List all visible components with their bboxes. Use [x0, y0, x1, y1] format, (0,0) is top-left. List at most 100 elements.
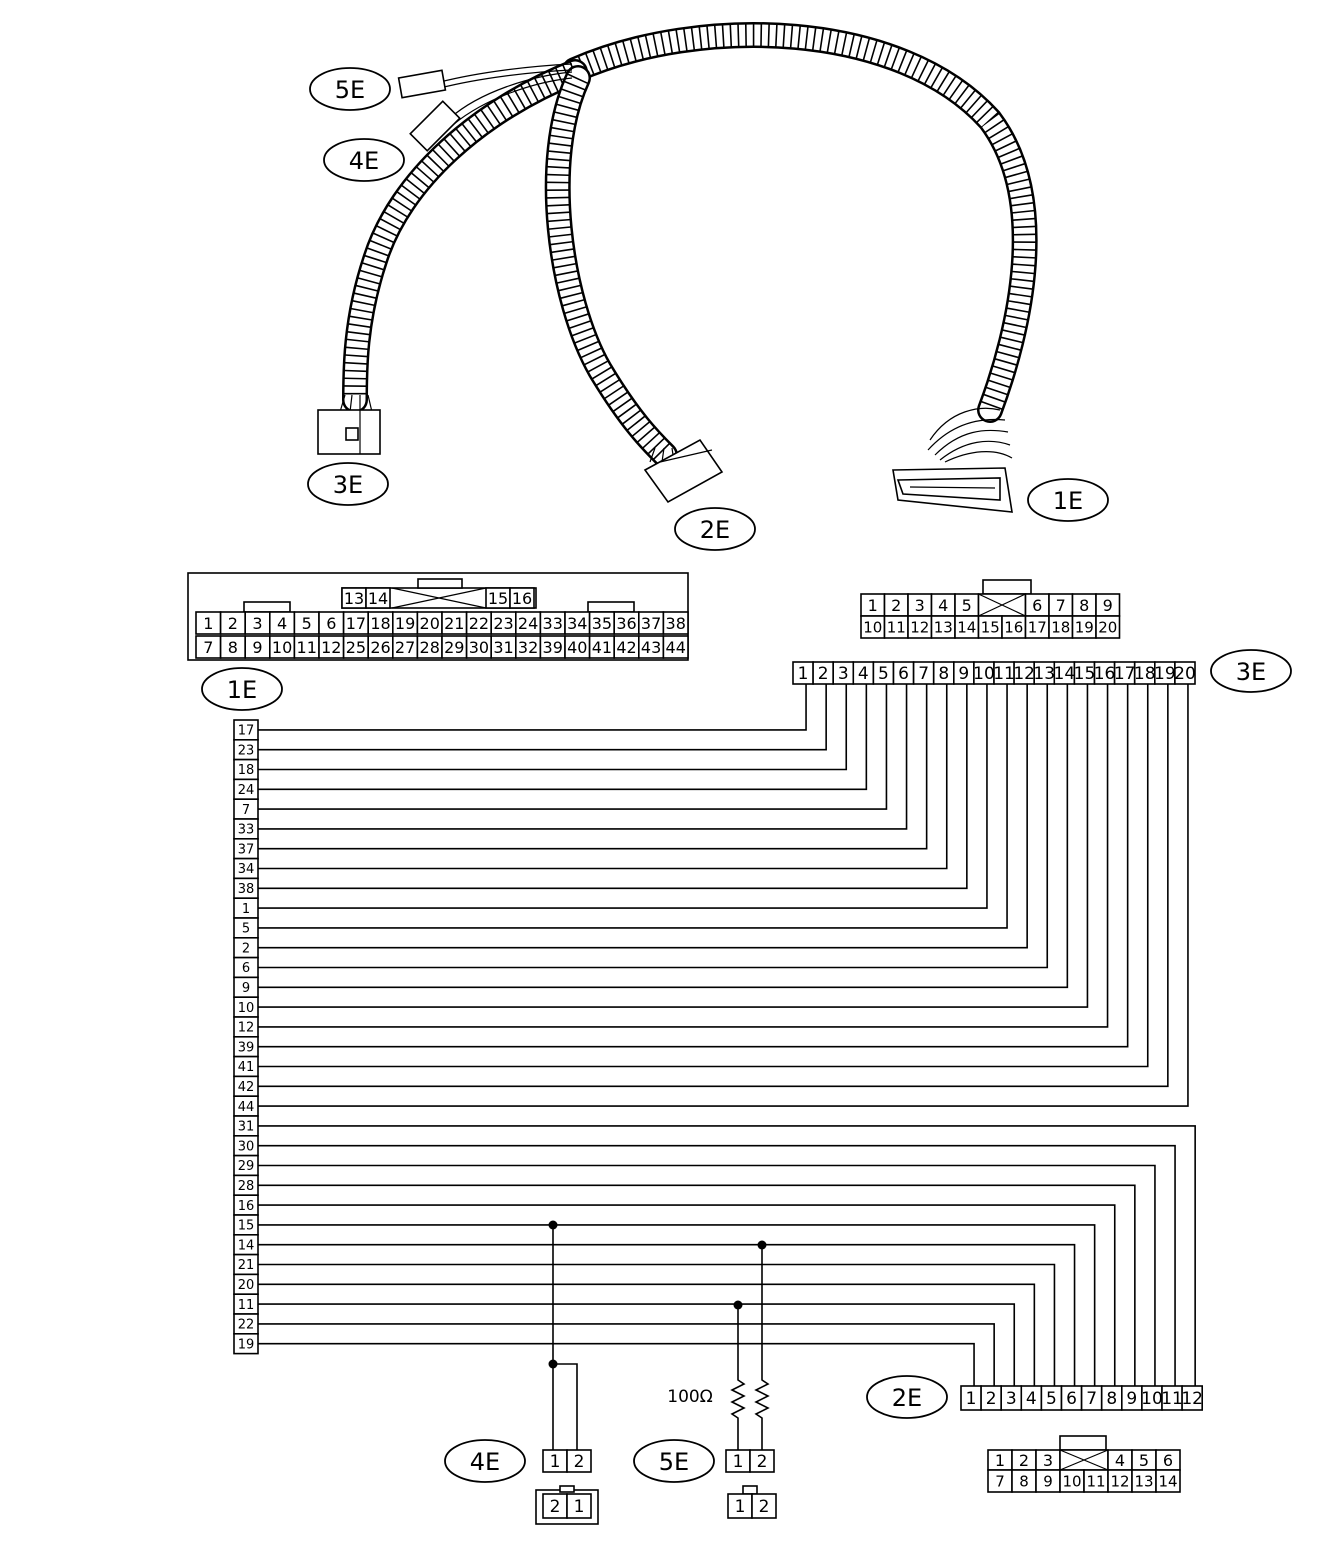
svg-text:11: 11 — [993, 664, 1015, 684]
wire-2e — [258, 1144, 1176, 1386]
face-1e-pin: 24 — [514, 611, 542, 635]
face-1e-pin: 37 — [637, 611, 665, 635]
label-3e-face: 3E — [1210, 649, 1292, 693]
svg-text:44: 44 — [666, 638, 686, 657]
svg-text:38: 38 — [666, 614, 686, 633]
wire-2e — [258, 1342, 975, 1386]
face-1e-pin: 22 — [465, 611, 493, 635]
wire-3e — [258, 684, 1069, 989]
face-1e-pin: 1 — [195, 611, 222, 635]
svg-text:2: 2 — [228, 614, 238, 633]
svg-text:15: 15 — [488, 589, 508, 608]
svg-text:10: 10 — [238, 1001, 255, 1016]
face-3e-pin: 8 — [1071, 593, 1097, 617]
svg-text:3E: 3E — [1236, 658, 1266, 686]
face-1e-pin: 10 — [268, 635, 296, 659]
svg-text:37: 37 — [238, 842, 255, 857]
resistor-symbol — [730, 1375, 746, 1450]
pin-3e-6: 6 — [892, 661, 915, 685]
svg-text:12: 12 — [1013, 664, 1035, 684]
svg-text:6: 6 — [326, 614, 336, 633]
face-1e-pin: 5 — [293, 611, 320, 635]
svg-text:24: 24 — [238, 783, 255, 798]
svg-text:38: 38 — [238, 882, 255, 897]
face-1e-pin: 39 — [539, 635, 566, 659]
pin-3e-9: 9 — [952, 661, 975, 685]
junction-dot — [757, 1240, 767, 1250]
wire-3e — [258, 684, 827, 751]
wire-3e — [258, 684, 1189, 1107]
wire-3e — [258, 684, 1049, 969]
face-3e-pin: 9 — [1095, 593, 1121, 617]
face-1e-pin: 40 — [564, 635, 591, 659]
svg-text:28: 28 — [238, 1179, 255, 1194]
wire-3e — [258, 684, 807, 731]
wire-2e — [258, 1243, 1076, 1386]
svg-text:30: 30 — [469, 638, 489, 657]
wire-2e — [258, 1184, 1136, 1386]
svg-text:29: 29 — [238, 1159, 255, 1174]
svg-text:13: 13 — [1134, 1472, 1153, 1490]
svg-text:2: 2 — [818, 664, 829, 684]
wire-3e — [258, 684, 1149, 1068]
label-1e-top: 1E — [1027, 478, 1109, 522]
face-1e-pin: 11 — [293, 635, 320, 659]
pin-3e-2: 2 — [812, 661, 834, 685]
face-3e-pin: 7 — [1048, 593, 1074, 617]
pin-1e-33: 33 — [233, 818, 259, 840]
face-1e-pin: 38 — [662, 611, 689, 635]
pin-1e-44: 44 — [233, 1095, 259, 1117]
svg-text:11: 11 — [1086, 1472, 1105, 1490]
face-3e-pin: 20 — [1095, 615, 1121, 639]
face-2e-pin: 2 — [1011, 1449, 1037, 1471]
svg-text:39: 39 — [543, 638, 563, 657]
svg-text:13: 13 — [1033, 664, 1055, 684]
svg-text:14: 14 — [1158, 1472, 1177, 1490]
pin-3e-17: 17 — [1113, 661, 1136, 685]
svg-text:1: 1 — [203, 614, 213, 633]
svg-text:32: 32 — [518, 638, 538, 657]
pin-1e-16: 16 — [233, 1194, 259, 1216]
svg-text:8: 8 — [1079, 596, 1089, 615]
wire-3e — [258, 684, 1129, 1048]
svg-text:14: 14 — [957, 618, 976, 636]
face-3e-pin: 11 — [883, 615, 909, 639]
svg-text:7: 7 — [918, 664, 929, 684]
pin-2e-5: 5 — [1040, 1385, 1063, 1411]
pin-1e-30: 30 — [233, 1135, 259, 1157]
svg-text:2: 2 — [757, 1452, 768, 1472]
svg-text:3: 3 — [838, 664, 849, 684]
face-3e-pin: 17 — [1024, 615, 1050, 639]
svg-text:23: 23 — [238, 743, 255, 758]
face-1e-pin: 15 — [485, 587, 511, 609]
svg-text:5: 5 — [962, 596, 972, 615]
svg-text:10: 10 — [272, 638, 292, 657]
svg-text:12: 12 — [1110, 1472, 1129, 1490]
svg-text:6: 6 — [1163, 1451, 1173, 1470]
pin-5e-2: 2 — [749, 1449, 775, 1473]
wire-3e — [258, 684, 1169, 1088]
wire-3e — [258, 684, 908, 830]
pin-1e-9: 9 — [233, 976, 259, 999]
face-2e-pin: 13 — [1131, 1469, 1157, 1493]
plug-4e — [409, 100, 461, 152]
svg-text:3E: 3E — [333, 471, 363, 499]
label-4e-face: 4E — [444, 1439, 526, 1483]
face-4e-pin: 1 — [566, 1493, 592, 1519]
svg-text:7: 7 — [995, 1472, 1005, 1490]
face-1e-pin: 4 — [268, 611, 296, 635]
wire-3e — [258, 684, 1008, 929]
face-1e-pin: 33 — [539, 611, 566, 635]
svg-text:8: 8 — [1019, 1472, 1029, 1490]
svg-text:14: 14 — [1054, 664, 1076, 684]
face-3e-pin: 13 — [930, 615, 956, 639]
label-2e-top: 2E — [674, 507, 756, 551]
wire-3e — [258, 684, 988, 909]
pin-1e-22: 22 — [233, 1313, 259, 1335]
face-2e-pin: 14 — [1155, 1469, 1181, 1493]
face-1e-pin: 42 — [613, 635, 640, 659]
pin-1e-12: 12 — [233, 1016, 259, 1038]
face-1e-pin: 32 — [514, 635, 542, 659]
pin-1e-2: 2 — [233, 936, 259, 959]
